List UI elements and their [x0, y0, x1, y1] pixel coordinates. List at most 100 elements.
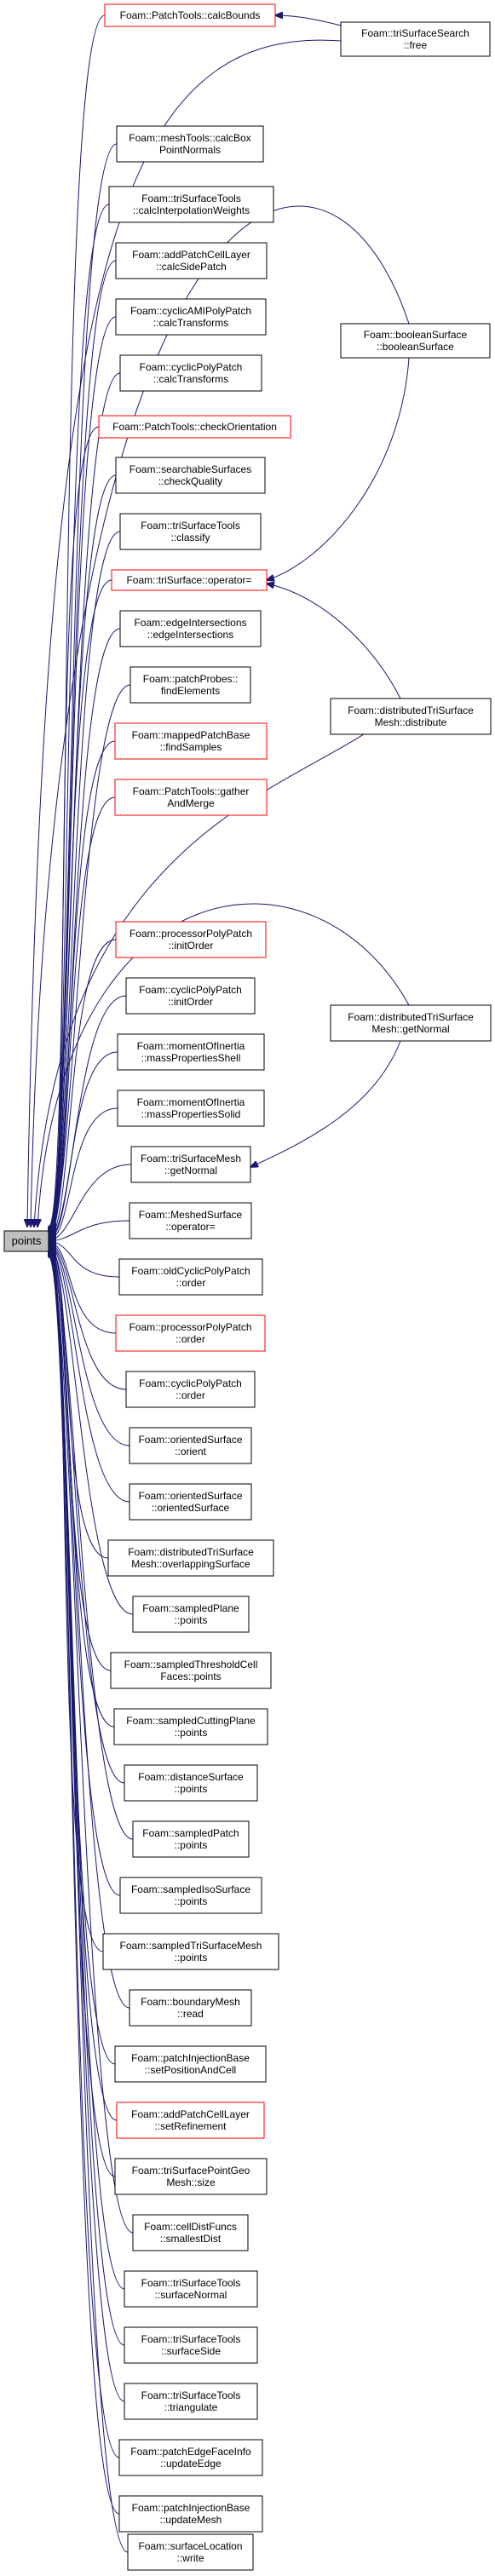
graph-node[interactable]: Foam::triSurfaceTools::classify: [119, 513, 262, 550]
edge-n28-to-points: [49, 1245, 130, 1503]
graph-node[interactable]: Foam::triSurfaceTools::surfaceNormal: [124, 2270, 258, 2308]
node-box: [340, 323, 491, 359]
node-label-line: Mesh::size: [166, 2176, 216, 2188]
edge-n1-to-points: [27, 39, 342, 1227]
node-label-line: Mesh::overlappingSurface: [131, 1558, 250, 1570]
node-box: [119, 354, 262, 392]
node-box: [132, 1820, 250, 1858]
node-box: [114, 2045, 267, 2083]
graph-node[interactable]: Foam::boundaryMesh::read: [129, 1989, 252, 2027]
node-box: [125, 977, 256, 1015]
node-box: [330, 1004, 492, 1042]
graph-node[interactable]: Foam::addPatchCellLayer::setRefinement: [116, 2102, 265, 2139]
graph-node[interactable]: Foam::cyclicPolyPatch::calcTransforms: [119, 354, 262, 392]
node-box: [118, 2495, 263, 2533]
node-label-line: ::calcInterpolationWeights: [133, 204, 250, 216]
graph-node[interactable]: Foam::mappedPatchBase::findSamples: [114, 722, 268, 760]
node-label-line: ::updateEdge: [160, 2458, 222, 2470]
graph-node[interactable]: Foam::distributedTriSurfaceMesh::getNorm…: [330, 1004, 492, 1042]
node-label-line: Foam::PatchTools::gather: [133, 785, 250, 797]
node-label-line: ::order: [176, 1277, 206, 1289]
node-label-line: ::order: [176, 1333, 205, 1345]
graph-node[interactable]: Foam::triSurfaceTools::triangulate: [124, 2383, 258, 2420]
node-label-line: ::massPropertiesShell: [141, 1052, 241, 1064]
graph-node[interactable]: Foam::triSurface::operator=: [111, 569, 268, 591]
graph-node[interactable]: Foam::patchEdgeFaceInfo::updateEdge: [118, 2439, 263, 2476]
node-label-line: ::classify: [170, 532, 210, 543]
graph-node[interactable]: Foam::orientedSurface::orient: [129, 1427, 252, 1464]
graph-node[interactable]: Foam::sampledPatch::points: [132, 1820, 250, 1858]
node-label-line: ::surfaceNormal: [155, 2289, 227, 2301]
graph-node[interactable]: Foam::cellDistFuncs::smallestDist: [132, 2214, 249, 2251]
graph-node[interactable]: Foam::PatchTools::checkOrientation: [98, 415, 291, 439]
edge-n22-to-points: [49, 1164, 132, 1240]
node-label-line: ::calcSidePatch: [156, 261, 227, 273]
node-label-line: PointNormals: [159, 144, 221, 156]
node-box: [115, 242, 268, 279]
node-label-line: Foam::orientedSurface: [138, 1434, 242, 1446]
edge-n47-to-points: [49, 1256, 129, 2553]
graph-node[interactable]: Foam::addPatchCellLayer::calcSidePatch: [115, 242, 268, 279]
graph-node[interactable]: Foam::searchableSurfaces::checkQuality: [115, 457, 266, 494]
graph-node[interactable]: Foam::momentOfInertia::massPropertiesShe…: [117, 1033, 265, 1071]
graph-node[interactable]: Foam::distanceSurface::points: [124, 1764, 258, 1802]
node-label-line: Foam::edgeIntersections: [134, 617, 246, 629]
graph-node[interactable]: Foam::surfaceLocation::write: [127, 2533, 254, 2571]
node-box: [119, 1877, 262, 1914]
graph-node[interactable]: Foam::sampledTriSurfaceMesh::points: [102, 1933, 279, 1970]
graph-node[interactable]: Foam::sampledIsoSurface::points: [119, 1877, 262, 1914]
node-label-line: ::booleanSurface: [377, 341, 454, 353]
graph-node[interactable]: Foam::cyclicPolyPatch::initOrder: [125, 977, 256, 1015]
graph-node[interactable]: Foam::sampledPlane::points: [132, 1596, 250, 1633]
node-label-line: Foam::triSurfaceTools: [141, 2277, 241, 2289]
graph-node[interactable]: Foam::distributedTriSurfaceMesh::distrib…: [330, 698, 492, 735]
node-box: [3, 1230, 49, 1252]
edge-n20-to-points: [49, 1051, 118, 1239]
node-box: [129, 1483, 252, 1521]
edge-n44-to-points: [49, 1255, 125, 2402]
graph-node[interactable]: Foam::triSurfaceMesh::getNormal: [130, 1146, 251, 1183]
graph-node[interactable]: Foam::triSurfaceTools::surfaceSide: [124, 2326, 258, 2364]
node-box: [117, 1090, 265, 1127]
node-label-line: ::calcTransforms: [153, 373, 228, 385]
edge-n27-to-points: [49, 1244, 130, 1446]
graph-node[interactable]: Foam::sampledCuttingPlane::points: [113, 1708, 268, 1745]
node-label-line: Foam::triSurfaceTools: [141, 2389, 241, 2401]
node-label-line: ::points: [175, 1783, 208, 1795]
graph-node[interactable]: Foam::processorPolyPatch::initOrder: [115, 921, 267, 958]
graph-node[interactable]: Foam::cyclicAMIPolyPatch::calcTransforms: [115, 298, 267, 336]
node-label-line: Foam::orientedSurface: [138, 1490, 242, 1502]
graph-node[interactable]: Foam::PatchTools::calcBounds: [104, 3, 276, 27]
node-label-line: Foam::patchProbes::: [143, 673, 238, 685]
node-label-line: Foam::distributedTriSurface: [348, 1011, 474, 1023]
graph-node[interactable]: Foam::patchProbes::findElements: [130, 666, 251, 704]
node-box: [124, 2326, 258, 2364]
edge-n16-to-points: [49, 796, 116, 1236]
graph-node[interactable]: Foam::processorPolyPatch::order: [115, 1314, 266, 1352]
node-label-line: Mesh::getNormal: [371, 1023, 449, 1035]
graph-node[interactable]: Foam::triSurfaceSearch::free: [340, 21, 491, 57]
edge-n26-to-points: [49, 1243, 127, 1390]
graph-node[interactable]: Foam::cyclicPolyPatch::order: [125, 1371, 256, 1408]
graph-node[interactable]: Foam::momentOfInertia::massPropertiesSol…: [117, 1090, 265, 1127]
root-node-points[interactable]: points: [3, 1230, 49, 1252]
graph-node[interactable]: Foam::triSurfaceTools::calcInterpolation…: [108, 186, 274, 223]
graph-node[interactable]: Foam::orientedSurface::orientedSurface: [129, 1483, 252, 1521]
graph-node[interactable]: Foam::patchInjectionBase::setPositionAnd…: [114, 2045, 267, 2083]
node-label-line: Foam::mappedPatchBase: [132, 729, 250, 741]
graph-node[interactable]: Foam::distributedTriSurfaceMesh::overlap…: [107, 1539, 274, 1577]
node-label-line: Foam::triSurfaceTools: [141, 2333, 241, 2345]
graph-node[interactable]: Foam::edgeIntersections::edgeIntersectio…: [119, 610, 262, 647]
graph-node[interactable]: Foam::booleanSurface::booleanSurface: [340, 323, 491, 359]
edge-n12-to-points: [49, 628, 121, 1233]
nodes-layer: points Foam::PatchTools::calcBoundsFoam::…: [3, 3, 492, 2571]
edge-n11-to-points: [49, 579, 112, 1233]
node-label-line: ::points: [175, 1839, 208, 1851]
graph-node[interactable]: Foam::patchInjectionBase::updateMesh: [118, 2495, 263, 2533]
graph-node[interactable]: Foam::oldCyclicPolyPatch::order: [118, 1258, 263, 1296]
graph-node[interactable]: Foam::MeshedSurface::operator=: [129, 1202, 252, 1239]
